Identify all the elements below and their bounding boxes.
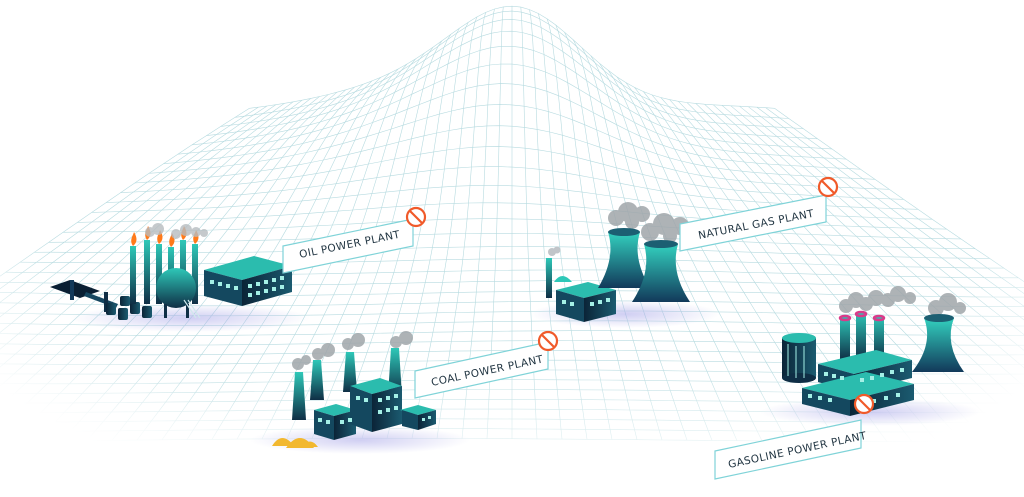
oil-plant-building-icon <box>204 256 292 306</box>
gas-chimney-icon <box>546 246 572 298</box>
gasoline-cooling-tower-icon <box>912 293 966 372</box>
prohibited-icon <box>405 206 427 228</box>
gasoline-smokestacks-icon <box>838 286 916 360</box>
gasoline-power-plant: GASOLINE POWER PLANT <box>714 286 980 480</box>
oil-plant-label: OIL POWER PLANT <box>282 206 427 274</box>
coal-plant-buildings-icon <box>314 378 436 440</box>
prohibited-icon <box>537 330 559 352</box>
oil-barrels-icon <box>106 296 152 320</box>
coal-smokestacks-icon <box>292 331 413 420</box>
natural-gas-plant: NATURAL GAS PLANT <box>530 176 839 328</box>
gasoline-storage-tank-icon <box>782 333 816 383</box>
oil-storage-sphere-icon <box>156 268 201 319</box>
gas-cooling-towers-icon <box>598 202 690 302</box>
coal-pile-icon <box>272 438 318 448</box>
oil-power-plant: OIL POWER PLANT <box>50 206 427 332</box>
prohibited-icon <box>817 176 839 198</box>
prohibited-icon <box>853 393 875 415</box>
